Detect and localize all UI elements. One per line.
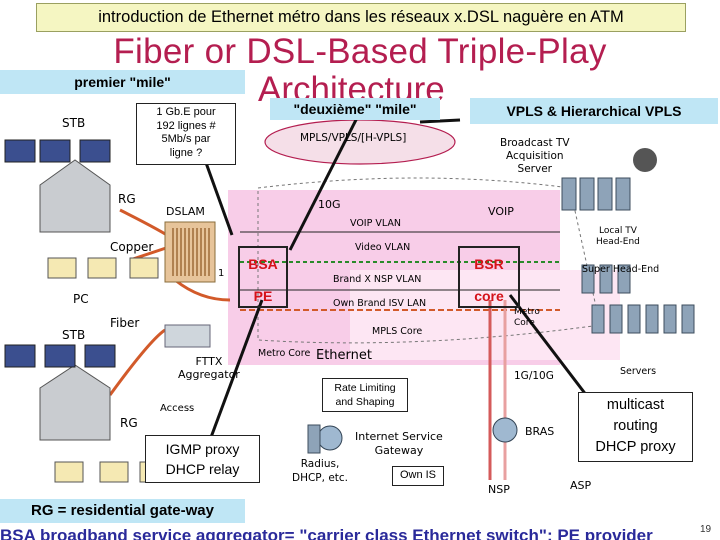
gbe-line-3: 5Mb/s par: [161, 133, 211, 145]
multicast-line-1: multicast: [606, 397, 665, 413]
multicast-line-3: DHCP proxy: [595, 439, 676, 455]
bsr-highlight: [458, 246, 520, 308]
callout-arrow: [203, 159, 234, 236]
bras-label: BRAS: [525, 425, 555, 438]
own-is-box: Own IS: [392, 466, 444, 486]
rate-limiting-box: Rate Limiting and Shaping: [322, 378, 408, 412]
fttx-label: FTTX Aggregator: [178, 355, 240, 381]
isg-label: Internet Service Gateway: [355, 430, 443, 458]
asp-label: ASP: [570, 479, 592, 492]
deuxieme-mile-label: "deuxième" "mile": [270, 98, 440, 120]
igmp-callout: IGMP proxy DHCP relay: [145, 435, 260, 483]
local-tv-label: Local TV Head-End: [596, 226, 640, 248]
gbe-line-1: 1 Gb.E pour: [156, 106, 216, 118]
rg-definition: RG = residential gate-way: [0, 499, 245, 523]
metro-line-2: Core: [514, 318, 535, 328]
core-label: core: [474, 288, 504, 304]
gbe-callout: 1 Gb.E pour 192 lignes # 5Mb/s par ligne…: [136, 103, 236, 165]
tv-set: [4, 139, 116, 368]
mpls-cloud-label: MPLS/VPLS/[H-VPLS]: [300, 132, 407, 144]
access-label: Access: [160, 403, 195, 414]
nsp-label: NSP: [488, 483, 510, 496]
local-tv-line-1: Local TV: [599, 226, 637, 236]
pc-label: PC: [73, 292, 89, 306]
fiber-label: Fiber: [110, 316, 140, 330]
ownbrand-vlan-label: Own Brand ISV LAN: [333, 298, 427, 309]
router: [317, 425, 343, 451]
stb-label: STB: [62, 328, 86, 342]
gbe-line-2: 192 lignes #: [156, 119, 216, 132]
callout-arrow: [419, 118, 461, 124]
vpls-label: VPLS & Hierarchical VPLS: [470, 98, 718, 124]
super-head-end-label: Super Head-End: [582, 264, 660, 275]
broadcast-line-2: Acquisition: [506, 150, 564, 162]
rg-label: RG: [120, 416, 138, 430]
page-number: 19: [700, 524, 712, 535]
callout-arrow: [208, 299, 264, 441]
multicast-callout: multicast routing DHCP proxy: [578, 392, 693, 462]
uplink-label: 1G/10G: [514, 370, 554, 382]
igmp-line-2: DHCP relay: [165, 461, 240, 477]
bsr-label: BSR: [474, 256, 504, 272]
rg-label: RG: [118, 192, 136, 206]
slide-title: Fiber or DSL-Based Triple-Play: [113, 32, 607, 71]
server-stack: [307, 177, 695, 454]
pe-label: PE: [253, 288, 273, 304]
dslam-label: DSLAM: [166, 205, 205, 218]
fttx-line-2: Aggregator: [178, 368, 240, 381]
core-zone: [350, 270, 620, 360]
metro-line-1: Metro: [514, 307, 540, 317]
rate-line-1: Rate Limiting: [334, 382, 396, 394]
video-vlan-label: Video VLAN: [355, 242, 411, 253]
gbe-line-4: ligne ?: [169, 146, 203, 159]
servers-label: Servers: [620, 366, 657, 377]
multicast-line-2: routing: [613, 418, 658, 434]
mpls-cloud: [264, 119, 456, 165]
radius-line-2: DHCP, etc.: [292, 472, 349, 484]
radius-label: Radius, DHCP, etc.: [292, 457, 348, 485]
fiber-line: [108, 328, 166, 396]
metro-outline: [257, 177, 601, 344]
premier-mile-label: premier "mile": [0, 70, 245, 94]
ethernet-label: Ethernet: [316, 348, 372, 363]
stb-label: STB: [62, 116, 86, 130]
router: [492, 417, 518, 443]
callout-arrow: [508, 294, 592, 401]
isg-line-1: Internet Service: [355, 430, 443, 443]
satellite-dish: [633, 148, 657, 172]
rate-line-2: and Shaping: [335, 396, 395, 408]
fiber-line: [174, 278, 231, 302]
radius-line-1: Radius,: [300, 458, 340, 470]
fttx-line-1: FTTX: [195, 355, 223, 368]
bsa-label: BSA: [248, 256, 278, 272]
broadcast-line-1: Broadcast TV: [500, 137, 570, 149]
one-label: 1: [218, 268, 225, 279]
brandx-vlan-label: Brand X NSP VLAN: [333, 274, 422, 285]
copper-label: Copper: [110, 240, 154, 254]
callout-arrow: [288, 111, 362, 251]
bsa-highlight: [238, 246, 288, 308]
metro-core-label: Metro Core: [258, 348, 311, 359]
isg-line-2: Gateway: [374, 444, 424, 457]
local-tv-line-2: Head-End: [596, 237, 640, 247]
fttx-device: [164, 324, 211, 348]
broadcast-line-3: Server: [517, 163, 552, 175]
slide-banner: introduction de Ethernet métro dans les …: [36, 3, 686, 32]
broadcast-tv-label: Broadcast TV Acquisition Server: [500, 137, 570, 176]
mpls-core-label: MPLS Core: [372, 326, 423, 337]
metro-core-right-label: Metro Core: [514, 307, 540, 329]
ten-g-label: 10G: [318, 198, 341, 211]
igmp-line-1: IGMP proxy: [165, 441, 240, 457]
voip-vlan-label: VOIP VLAN: [350, 218, 401, 229]
voip-label: VOIP: [488, 205, 514, 218]
footer-definition: BSA broadband service aggregator= "carri…: [0, 526, 653, 540]
home-equipment: [39, 159, 111, 441]
